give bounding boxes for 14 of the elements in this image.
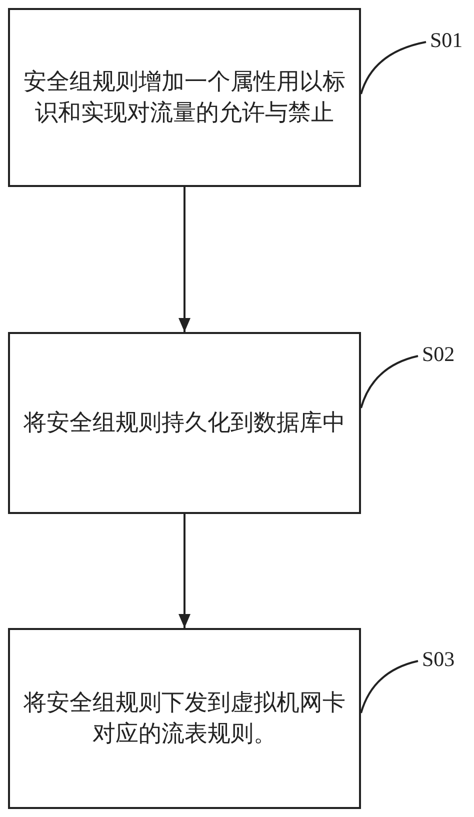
leader-line (360, 355, 418, 408)
step-number: S02 (422, 342, 455, 366)
step-number: S03 (422, 647, 455, 671)
step-text: 将安全组规则持久化到数据库中 (22, 408, 346, 438)
process-box (8, 332, 361, 514)
step-text: 安全组规则增加一个属性用以标识和实现对流量的允许与禁止 (22, 68, 346, 128)
leader-line (360, 41, 426, 94)
arrow (178, 187, 190, 332)
process-box (8, 628, 361, 809)
process-box (8, 8, 361, 187)
step-text: 将安全组规则下发到虚拟机网卡对应的流表规则。 (22, 688, 346, 748)
arrow (178, 514, 190, 628)
step-number: S01 (430, 28, 463, 52)
leader-line (360, 660, 418, 714)
